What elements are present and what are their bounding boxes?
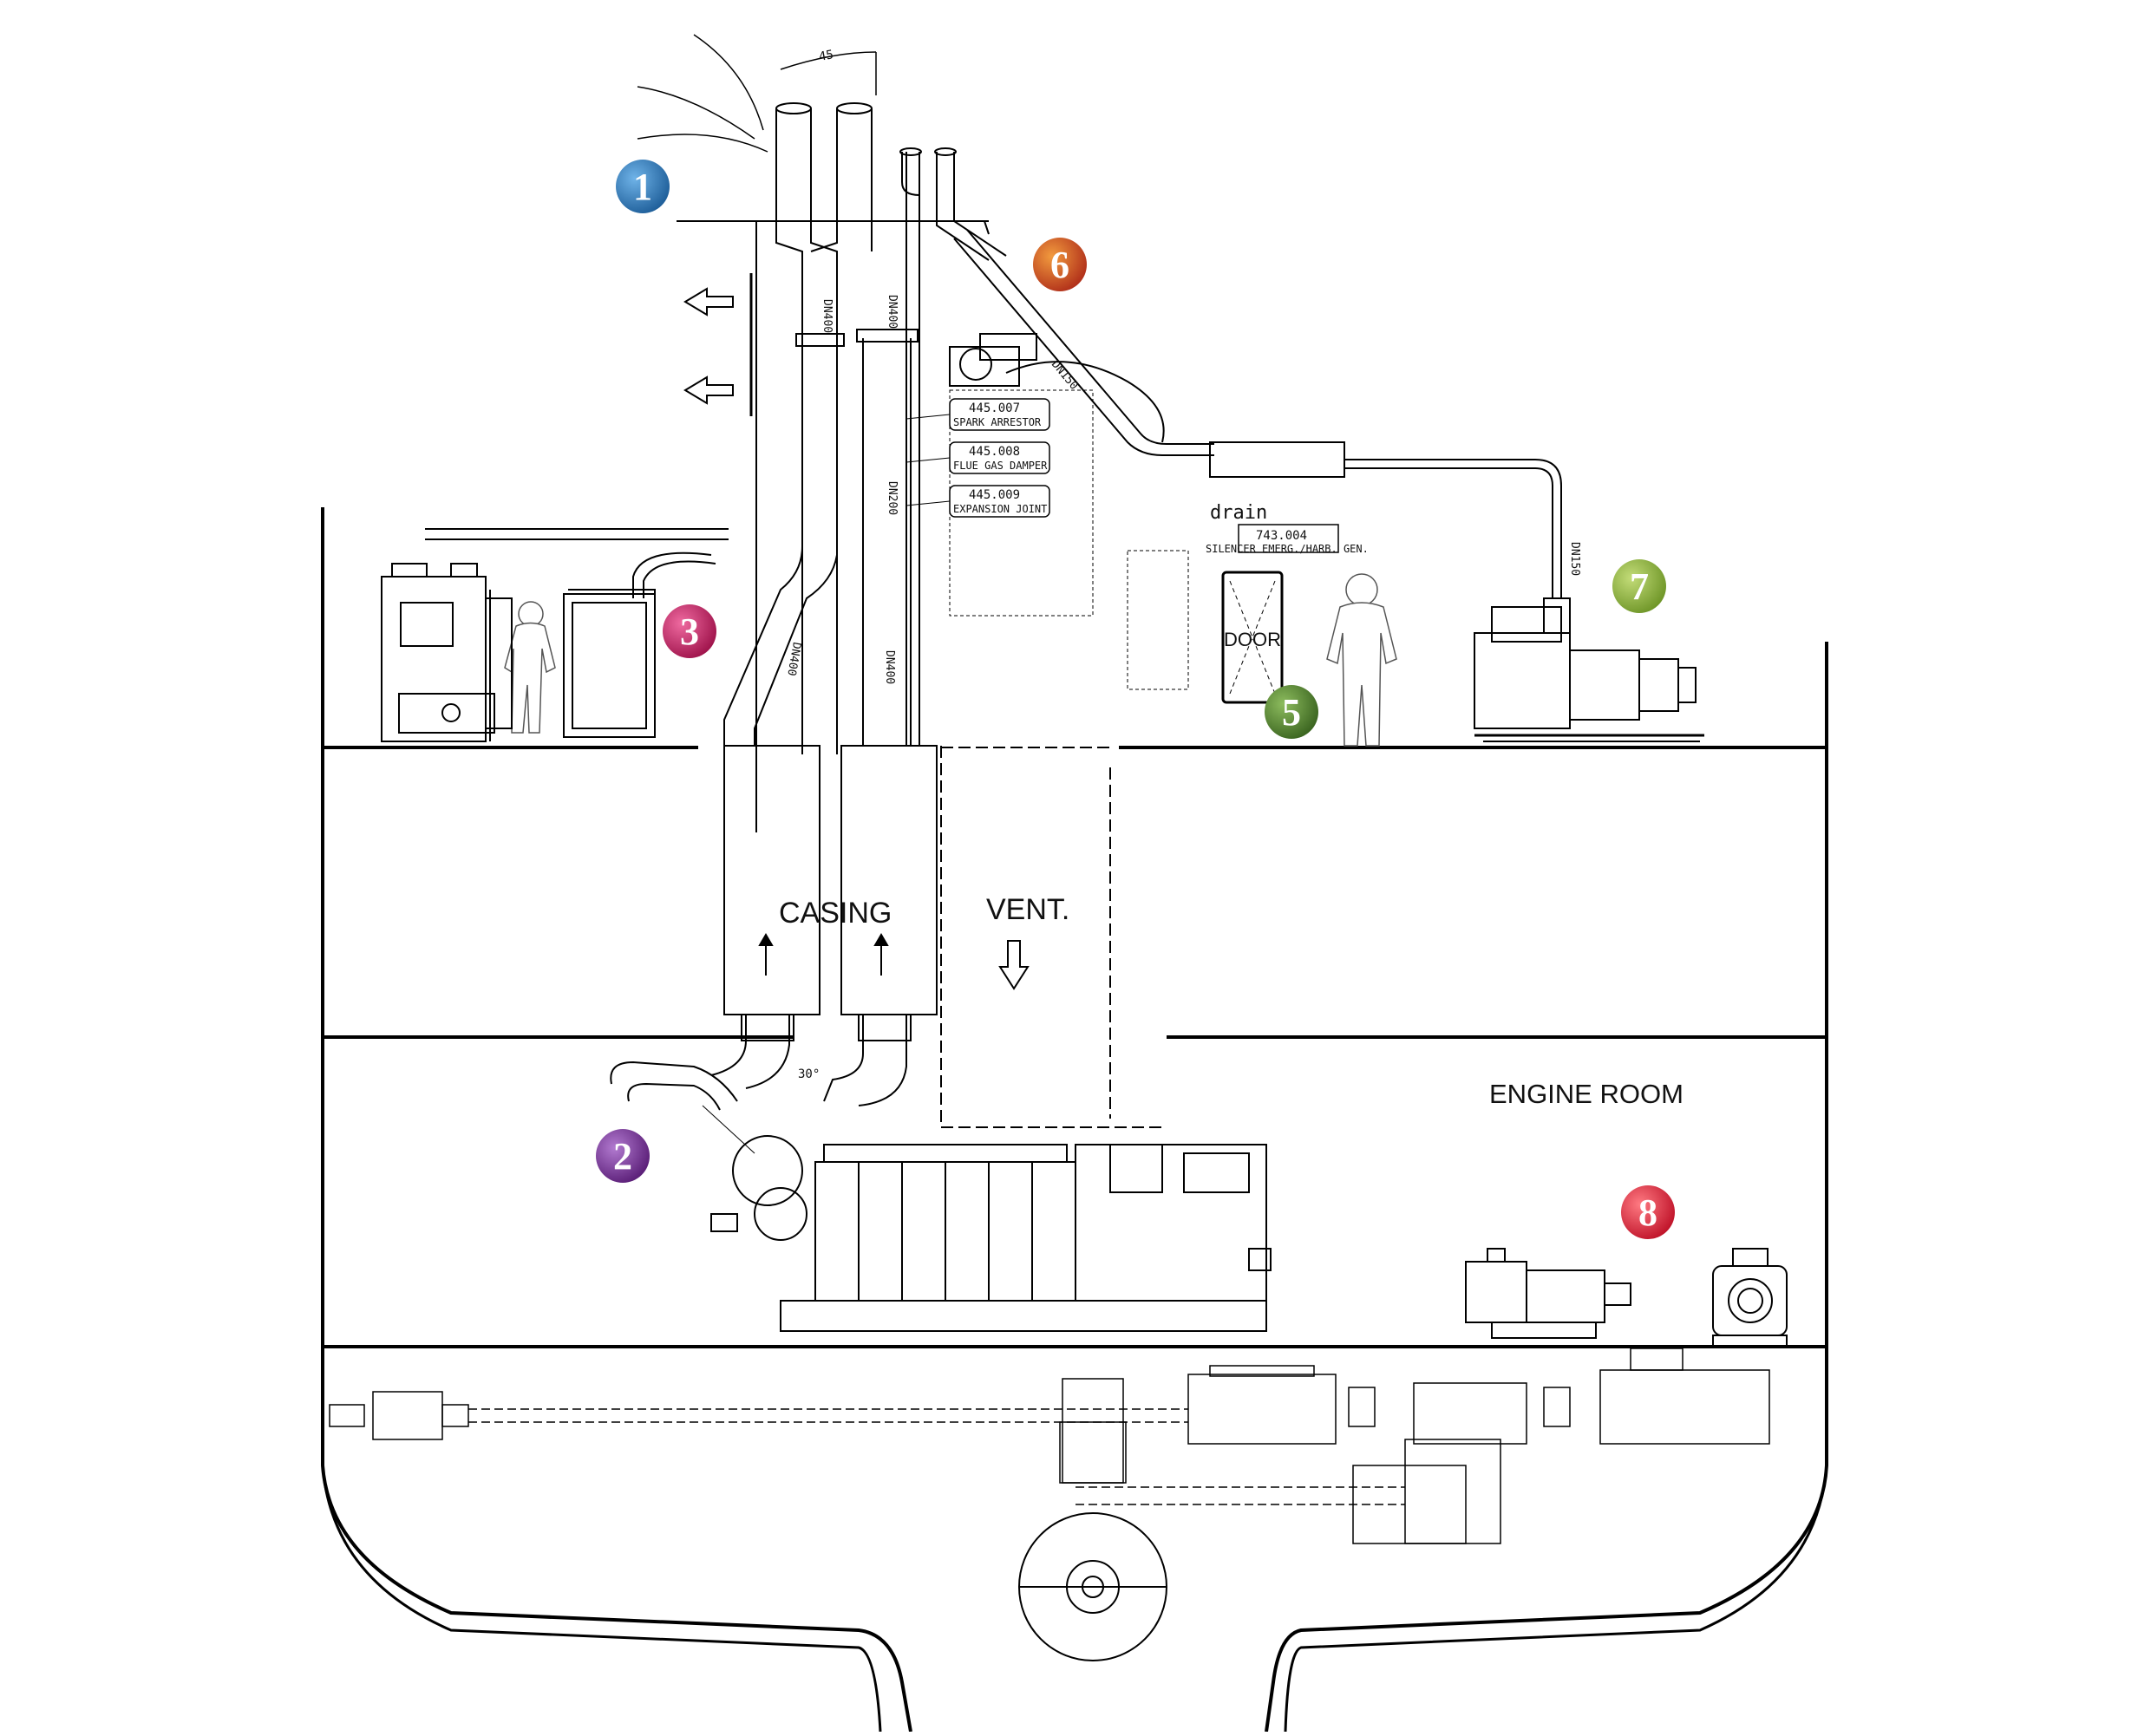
badge-3: 3	[663, 604, 716, 658]
arrow-left-icon	[683, 287, 734, 317]
badge-7: 7	[1612, 559, 1666, 613]
person-icon	[504, 601, 556, 734]
tag-code: 445.007	[969, 401, 1020, 415]
badge-5: 5	[1265, 685, 1318, 739]
badge-number: 6	[1050, 244, 1069, 286]
silencer-name: SILENCER EMERG./HARB. GEN.	[1206, 543, 1369, 555]
pipe-size-label: DN400	[784, 641, 803, 676]
pipe-size-label: DN150	[1568, 542, 1581, 576]
drain-label: drain	[1210, 502, 1267, 524]
hull-outline	[321, 507, 1828, 1733]
number-badges: 1 2 3 5 6 7 8	[596, 160, 1675, 1239]
boiler-unit	[381, 563, 656, 742]
badge-number: 2	[613, 1135, 632, 1178]
shaft-line	[329, 1348, 1770, 1544]
thruster-unit	[1018, 1512, 1167, 1661]
tag-code: 445.008	[969, 445, 1020, 459]
badge-8: 8	[1621, 1185, 1675, 1239]
arrow-up-icon	[873, 933, 889, 976]
door-label: DOOR	[1224, 629, 1281, 650]
engine-room-label: ENGINE ROOM	[1489, 1079, 1684, 1109]
pipe-size-label: DN400	[883, 650, 896, 684]
badge-number: 1	[633, 166, 652, 208]
exhaust-pipes	[425, 102, 1562, 1128]
angle-label-lower: 30°	[798, 1067, 820, 1081]
tag-name: FLUE GAS DAMPER	[953, 460, 1048, 472]
arrow-up-icon	[758, 933, 774, 976]
person-icon	[1326, 573, 1397, 747]
badge-number: 5	[1282, 691, 1301, 734]
tag-code: 445.009	[969, 488, 1020, 502]
pump-unit	[1465, 1248, 1631, 1339]
arrow-down-icon	[998, 940, 1030, 990]
pipe-size-label: DN400	[886, 295, 899, 329]
badge-2: 2	[596, 1129, 650, 1183]
silencer-tag: 743.004 SILENCER EMERG./HARB. GEN.	[1206, 524, 1369, 555]
tag-name: SPARK ARRESTOR	[953, 416, 1042, 428]
vent-label: VENT.	[986, 893, 1069, 926]
badge-6: 6	[1033, 238, 1087, 291]
decks	[323, 746, 1827, 1348]
pump-unit	[1712, 1248, 1788, 1347]
louver-grid	[949, 389, 1189, 690]
door	[1221, 571, 1284, 704]
badge-number: 3	[680, 610, 699, 653]
silencer-code: 743.004	[1256, 529, 1307, 543]
pipe-size-label: DN400	[821, 299, 834, 333]
badge-number: 8	[1638, 1191, 1657, 1234]
tag-name: EXPANSION JOINT	[953, 503, 1047, 515]
emergency-generator	[1474, 597, 1704, 742]
casing-label: CASING	[779, 897, 892, 930]
badge-1: 1	[616, 160, 670, 213]
main-engine	[610, 1061, 1272, 1332]
arrow-left-icon	[683, 375, 734, 405]
exhaust-plume	[637, 34, 877, 153]
pipe-size-label: DN200	[886, 481, 899, 515]
exhaust-fan	[949, 333, 1165, 443]
angle-label: 45	[818, 48, 834, 64]
badge-number: 7	[1630, 565, 1649, 608]
